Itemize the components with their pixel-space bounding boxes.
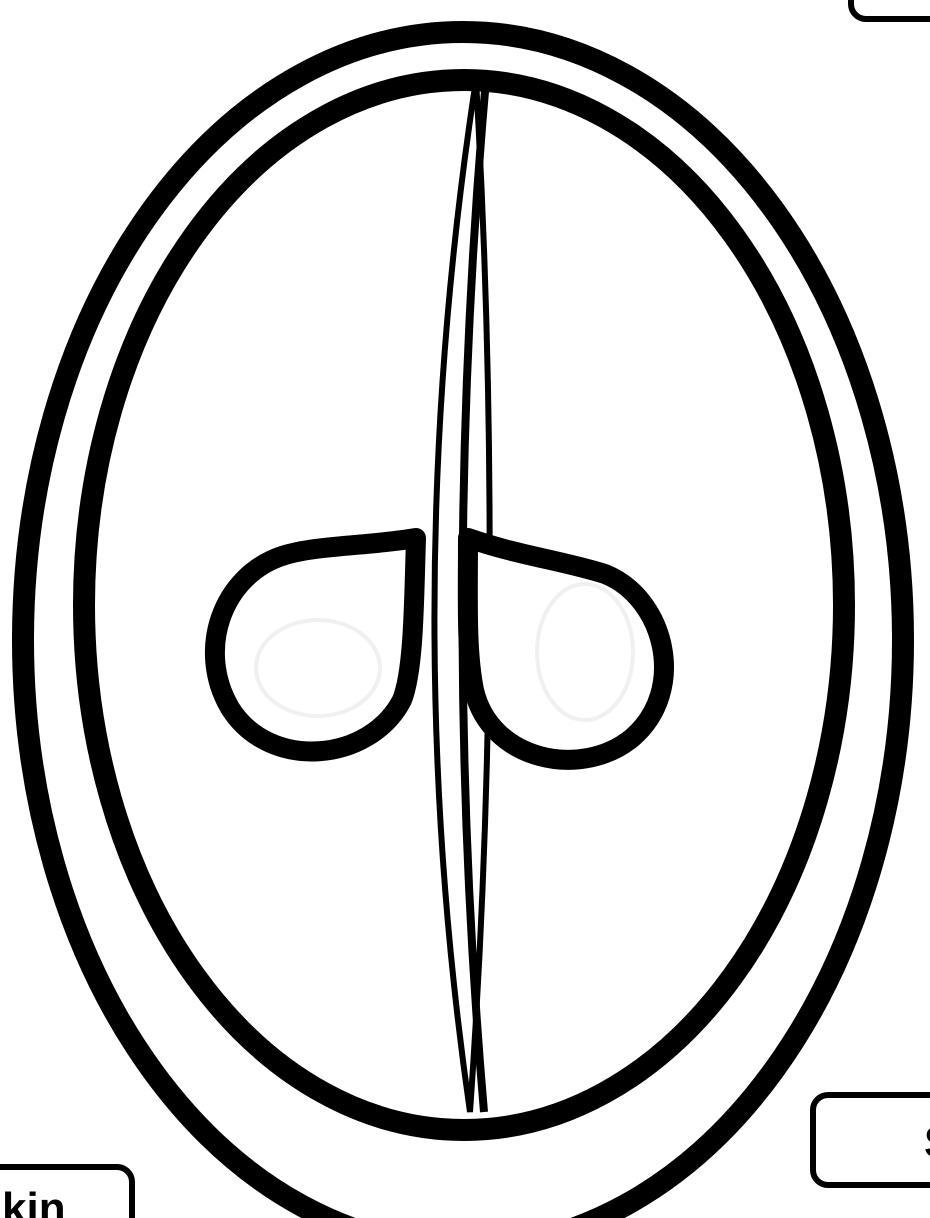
label-text-bottom-right: S bbox=[924, 1118, 930, 1168]
left-lobe bbox=[215, 538, 416, 751]
label-text-bottom-left: kin bbox=[2, 1184, 66, 1218]
label-box-bottom-right: S bbox=[810, 1092, 930, 1188]
label-box-top-right bbox=[848, 0, 930, 22]
label-box-bottom-left: kin bbox=[0, 1164, 135, 1218]
